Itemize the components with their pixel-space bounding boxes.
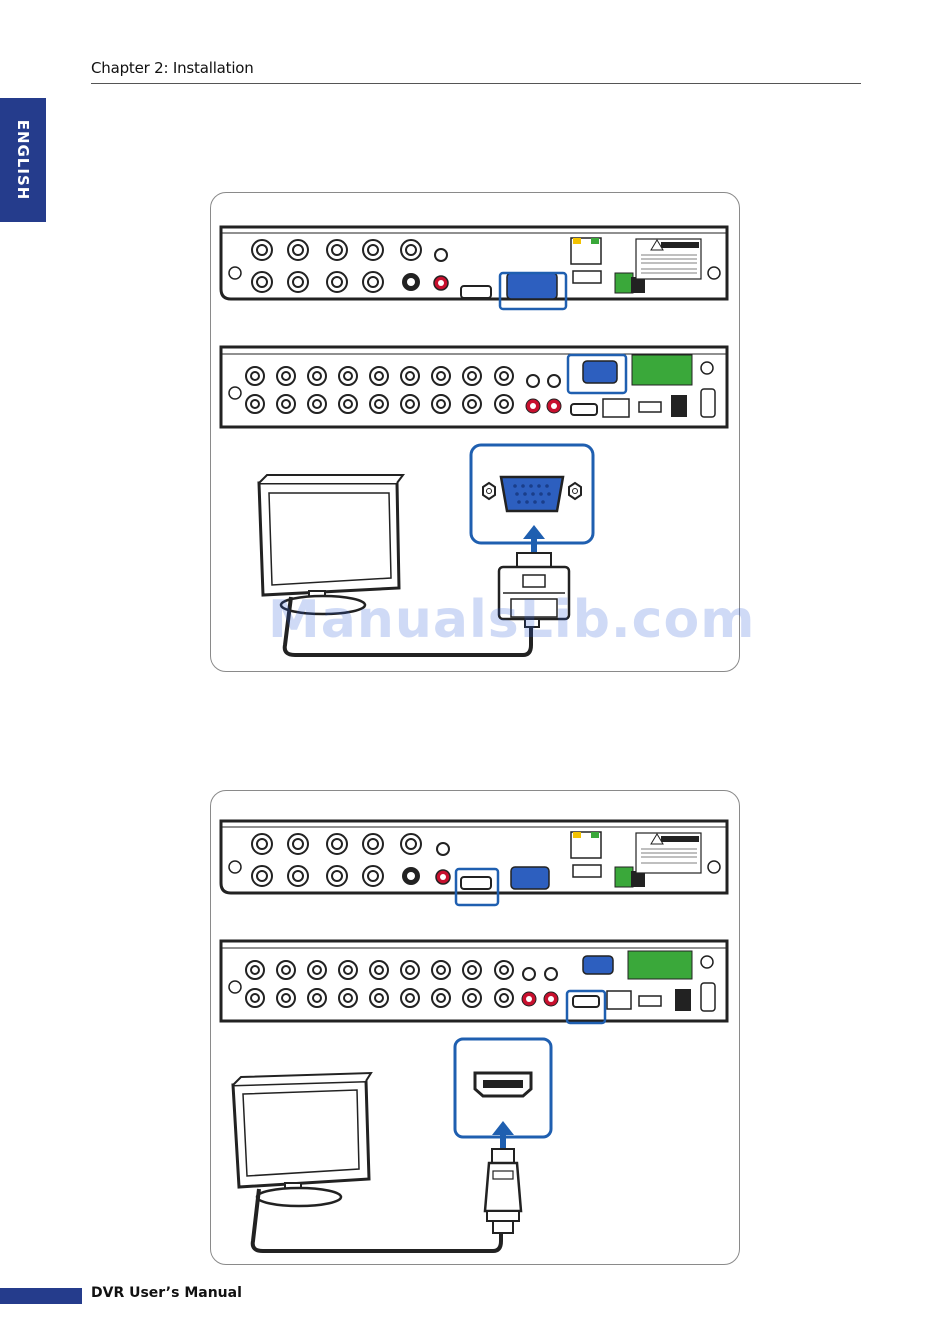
dvr-rear-panel-small	[221, 227, 727, 299]
dvr-rear-panel-large	[221, 347, 727, 427]
hdmi-cable-plug	[485, 1149, 521, 1233]
language-tab: ENGLISH	[0, 98, 46, 222]
hdmi-connection-illustration	[211, 791, 739, 1264]
dvr-rear-panel-large	[221, 941, 727, 1021]
language-label: ENGLISH	[14, 120, 32, 201]
chapter-title: Chapter 2: Installation	[91, 59, 254, 77]
hdmi-connection-figure	[210, 790, 740, 1265]
monitor-icon	[233, 1073, 371, 1206]
footer-bar	[0, 1288, 82, 1304]
footer-manual-title: DVR User’s Manual	[91, 1285, 242, 1301]
header-rule	[91, 83, 861, 84]
watermark: ManualsLib.com	[268, 590, 755, 650]
dvr-rear-panel-small	[221, 821, 727, 893]
